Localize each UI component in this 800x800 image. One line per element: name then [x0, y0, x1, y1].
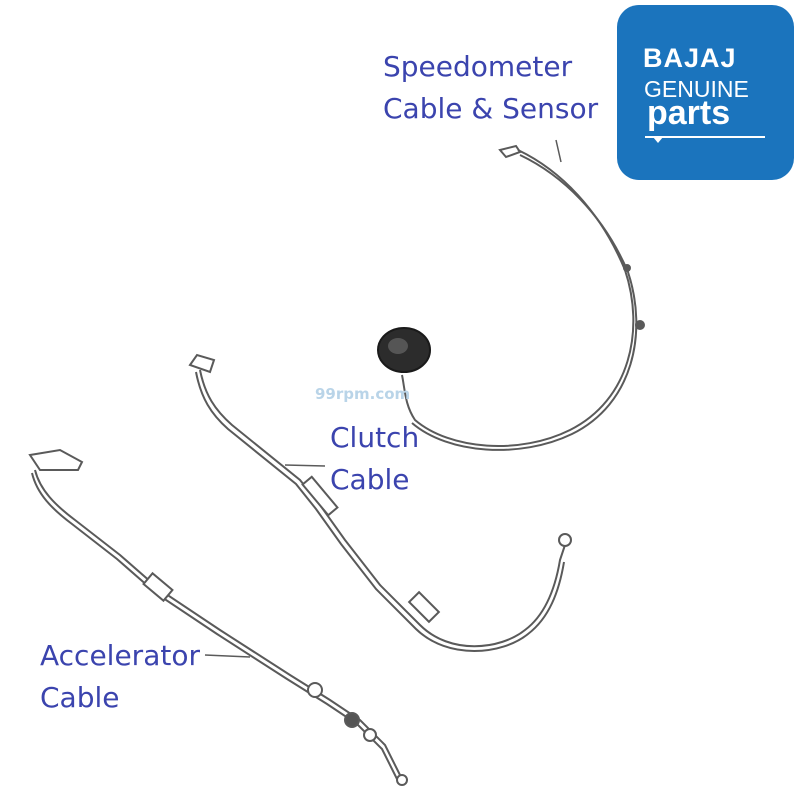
- bajaj-genuine-parts-logo: BAJAJ GENUINE parts: [617, 5, 794, 180]
- brand-underline: [645, 136, 765, 138]
- clutch-cable-label: Clutch Cable: [330, 417, 419, 501]
- accelerator-label-line2: Cable: [40, 681, 120, 714]
- brand-arrow-icon: [653, 137, 663, 143]
- accelerator-cable-drawing: [28, 448, 408, 786]
- watermark: 99rpm.com: [315, 385, 411, 403]
- speedometer-cable-drawing: [377, 139, 645, 451]
- clutch-label-line1: Clutch: [330, 421, 420, 454]
- speedometer-cable-label: Speedometer Cable & Sensor: [383, 46, 598, 130]
- accelerator-cable-label: Accelerator Cable: [40, 635, 200, 719]
- clutch-label-line2: Cable: [330, 463, 410, 496]
- brand-name: BAJAJ: [643, 43, 737, 73]
- accelerator-label-line1: Accelerator: [40, 639, 200, 672]
- clutch-cable-drawing: [188, 353, 572, 652]
- brand-tagline-genuine: GENUINE: [644, 76, 749, 102]
- speedometer-label-line2: Cable & Sensor: [383, 92, 599, 125]
- brand-tagline-parts: parts: [647, 94, 731, 132]
- speedometer-label-line1: Speedometer: [383, 50, 573, 83]
